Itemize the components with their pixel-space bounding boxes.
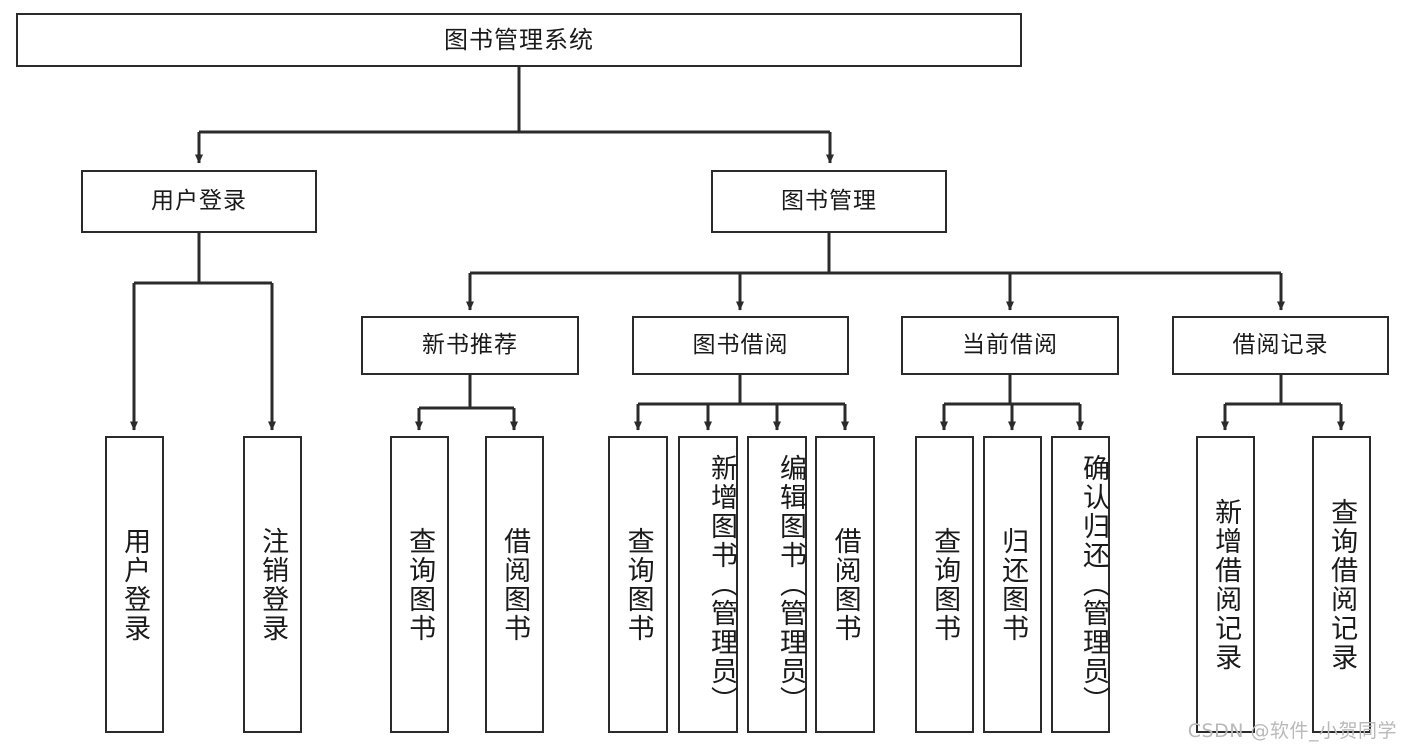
node-leaf-user-login[interactable]: 用户登录 xyxy=(105,436,164,733)
node-leaf-logout-label: 注销登录 xyxy=(257,526,289,643)
node-leaf-query-book-borrow-label: 查询图书 xyxy=(622,526,654,643)
node-leaf-query-record-label: 查询借阅记录 xyxy=(1326,497,1358,672)
node-leaf-query-book-borrow[interactable]: 查询图书 xyxy=(608,436,668,733)
node-leaf-confirm-return[interactable]: 确认归还（管理员） xyxy=(1051,436,1110,733)
node-book-borrow-label: 图书借阅 xyxy=(692,331,789,358)
node-book-manage[interactable]: 图书管理 xyxy=(711,170,947,233)
node-leaf-user-login-label: 用户登录 xyxy=(119,526,151,643)
node-borrow-record[interactable]: 借阅记录 xyxy=(1172,316,1389,375)
node-leaf-borrow-book[interactable]: 借阅图书 xyxy=(815,436,875,733)
node-leaf-borrow-book-rec[interactable]: 借阅图书 xyxy=(485,436,544,733)
node-user-login-label: 用户登录 xyxy=(151,187,247,214)
node-user-login[interactable]: 用户登录 xyxy=(81,170,317,233)
node-current-borrow-label: 当前借阅 xyxy=(962,331,1058,358)
node-book-borrow[interactable]: 图书借阅 xyxy=(632,316,849,375)
node-leaf-add-book[interactable]: 新增图书（管理员） xyxy=(678,436,738,733)
node-leaf-query-book-cur-label: 查询图书 xyxy=(929,526,961,643)
node-current-borrow[interactable]: 当前借阅 xyxy=(901,316,1119,375)
node-leaf-edit-book-label: 编辑图书（管理员） xyxy=(775,454,806,715)
node-new-book-rec-label: 新书推荐 xyxy=(422,331,518,358)
node-leaf-query-record[interactable]: 查询借阅记录 xyxy=(1312,436,1371,733)
node-new-book-rec[interactable]: 新书推荐 xyxy=(361,316,579,375)
node-leaf-edit-book[interactable]: 编辑图书（管理员） xyxy=(747,436,807,733)
node-leaf-query-book-cur[interactable]: 查询图书 xyxy=(915,436,974,733)
node-root-label: 图书管理系统 xyxy=(444,25,594,54)
node-leaf-query-book-rec[interactable]: 查询图书 xyxy=(390,436,449,733)
node-leaf-borrow-book-rec-label: 借阅图书 xyxy=(499,526,531,643)
node-leaf-return-book[interactable]: 归还图书 xyxy=(983,436,1042,733)
node-leaf-borrow-book-label: 借阅图书 xyxy=(829,526,861,643)
node-borrow-record-label: 借阅记录 xyxy=(1232,331,1329,358)
csdn-watermark: CSDN @软件_小贺同学 xyxy=(1187,720,1397,742)
node-leaf-query-book-rec-label: 查询图书 xyxy=(404,526,436,643)
node-leaf-add-record[interactable]: 新增借阅记录 xyxy=(1196,436,1255,733)
node-leaf-add-book-label: 新增图书（管理员） xyxy=(706,454,737,715)
node-leaf-logout[interactable]: 注销登录 xyxy=(243,436,302,733)
node-root[interactable]: 图书管理系统 xyxy=(16,13,1022,67)
node-leaf-add-record-label: 新增借阅记录 xyxy=(1210,497,1242,672)
node-book-manage-label: 图书管理 xyxy=(781,187,877,214)
node-leaf-confirm-return-label: 确认归还（管理员） xyxy=(1078,454,1109,715)
node-leaf-return-book-label: 归还图书 xyxy=(997,526,1029,643)
